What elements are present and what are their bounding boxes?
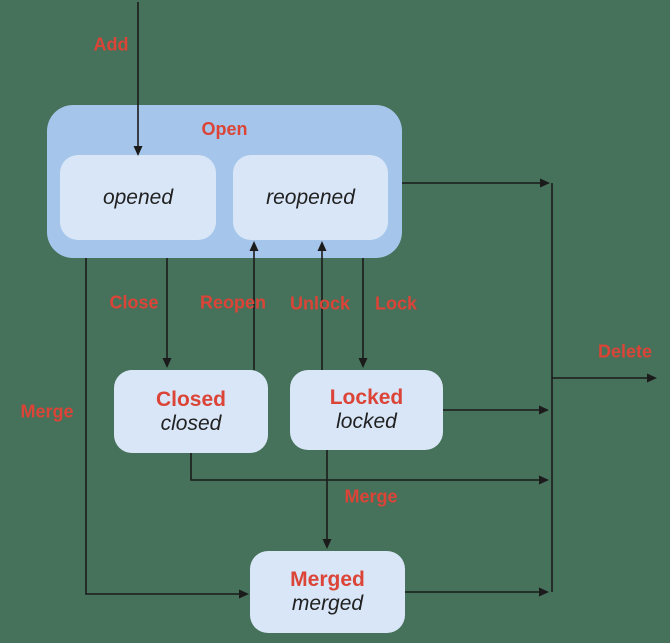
node-open-group: Open opened reopened	[47, 105, 402, 258]
edge-delete-arrowhead	[647, 373, 657, 383]
edge-label-lock: Lock	[374, 293, 418, 314]
edge-label-add: Add	[93, 34, 129, 55]
edge-label-reopen: Reopen	[199, 292, 267, 313]
edge-label-close: Close	[109, 292, 159, 313]
edge-closed-to-collector-arrowhead	[539, 475, 549, 485]
edge-lock-arrowhead	[358, 358, 368, 368]
locked-state-label: locked	[336, 410, 397, 433]
closed-state-label: closed	[160, 411, 222, 435]
edge-close-arrowhead	[162, 358, 172, 368]
merged-state-label: merged	[291, 592, 364, 615]
edge-label-unlock: Unlock	[289, 293, 351, 314]
node-reopened: reopened	[233, 155, 388, 240]
edge-label-merge-left: Merge	[20, 401, 74, 422]
locked-title: Locked	[329, 386, 404, 409]
edge-closed-to-collector-line	[190, 453, 541, 481]
node-opened: opened	[60, 155, 216, 240]
edge-label-merge-mid: Merge	[344, 486, 398, 507]
closed-title: Closed	[155, 387, 226, 411]
node-locked: Locked locked	[290, 370, 443, 450]
open-group-title: Open	[201, 119, 248, 139]
edge-label-delete: Delete	[597, 341, 653, 362]
edge-merged-to-collector-arrowhead	[539, 587, 549, 597]
node-merged: Merged merged	[250, 551, 405, 633]
reopened-state-label: reopened	[266, 185, 355, 209]
edge-merge-left-arrowhead	[239, 589, 249, 599]
edge-locked-to-collector-arrowhead	[539, 405, 549, 415]
merged-title: Merged	[290, 568, 365, 591]
opened-state-label: opened	[102, 185, 174, 209]
node-closed: Closed closed	[114, 370, 268, 453]
edge-open-to-collector-arrowhead	[540, 178, 550, 188]
edge-merge-mid-arrowhead	[322, 539, 332, 549]
